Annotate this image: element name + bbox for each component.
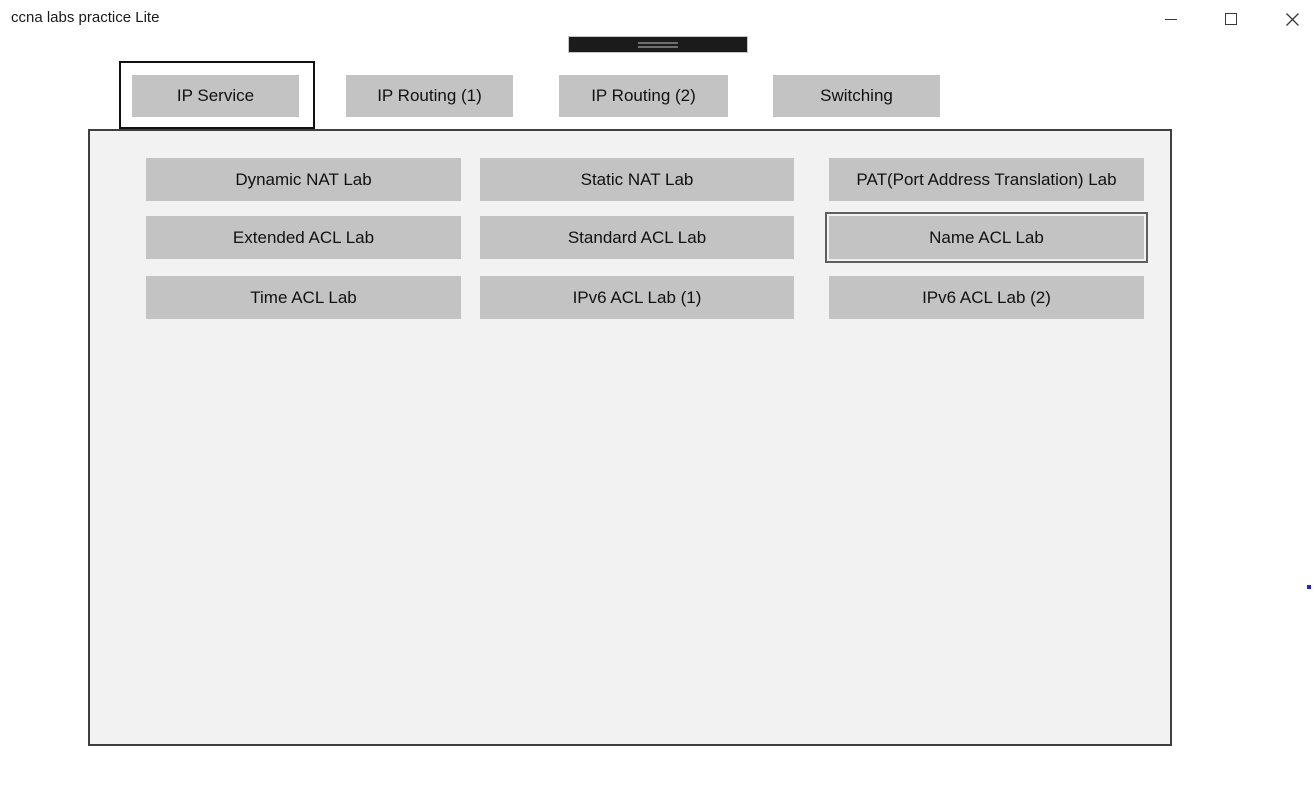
selected-tab-outline xyxy=(119,61,315,129)
tab-ip-routing-1[interactable]: IP Routing (1) xyxy=(346,75,513,117)
lab-button-name-acl[interactable]: Name ACL Lab xyxy=(825,212,1148,263)
tab-ip-service[interactable]: IP Service xyxy=(132,75,299,117)
blue-artifact-dot xyxy=(1307,585,1311,589)
lab-button-pat[interactable]: PAT(Port Address Translation) Lab xyxy=(829,158,1144,201)
lab-button-dynamic-nat[interactable]: Dynamic NAT Lab xyxy=(146,158,461,201)
lab-button-ipv6-acl-1[interactable]: IPv6 ACL Lab (1) xyxy=(480,276,794,319)
tab-switching[interactable]: Switching xyxy=(773,75,940,117)
lab-button-time-acl[interactable]: Time ACL Lab xyxy=(146,276,461,319)
window-title: ccna labs practice Lite xyxy=(11,9,160,26)
lab-button-static-nat[interactable]: Static NAT Lab xyxy=(480,158,794,201)
lab-button-ipv6-acl-2[interactable]: IPv6 ACL Lab (2) xyxy=(829,276,1144,319)
close-icon xyxy=(1285,12,1299,26)
maximize-icon xyxy=(1225,13,1237,25)
minimize-button[interactable] xyxy=(1148,0,1194,38)
collapsed-window-strip[interactable] xyxy=(568,36,748,53)
lab-button-extended-acl[interactable]: Extended ACL Lab xyxy=(146,216,461,259)
maximize-button[interactable] xyxy=(1208,0,1254,38)
close-button[interactable] xyxy=(1269,0,1315,38)
grip-icon xyxy=(638,41,678,48)
minimize-icon xyxy=(1165,18,1177,20)
lab-button-standard-acl[interactable]: Standard ACL Lab xyxy=(480,216,794,259)
tab-ip-routing-2[interactable]: IP Routing (2) xyxy=(559,75,728,117)
